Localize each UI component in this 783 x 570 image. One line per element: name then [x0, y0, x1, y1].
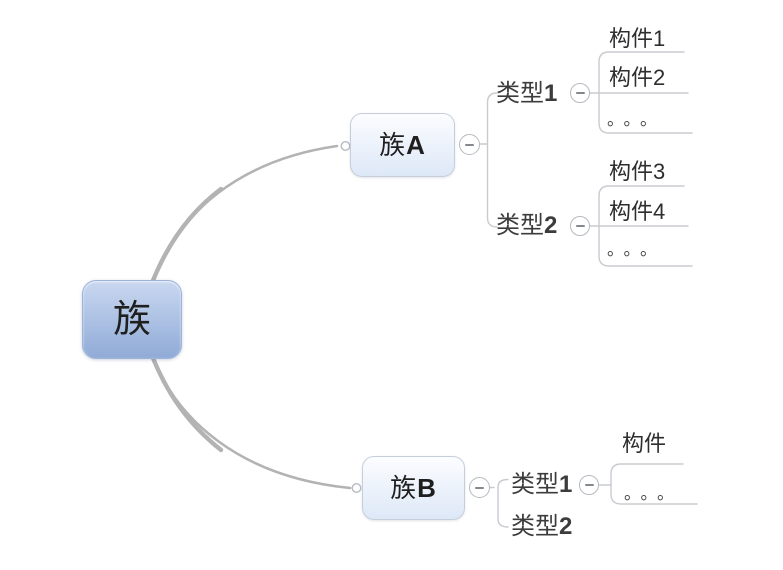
bracket-family-a [486, 92, 498, 228]
topic-item-a2-2[interactable]: 构件4 [609, 199, 666, 224]
topic-type-a1[interactable]: 类型1 [496, 80, 558, 107]
topic-type-b1[interactable]: 类型1 [511, 471, 573, 498]
wrap-type-a1 [598, 51, 693, 134]
root-topic-label: 族 [112, 298, 151, 341]
root-topic[interactable]: 族 [82, 280, 182, 359]
wrap-type-b1 [610, 463, 698, 505]
collapse-button-type-b1[interactable] [579, 475, 599, 495]
branch-curve-a [150, 144, 339, 285]
minus-icon [475, 486, 484, 489]
collapse-button-family-a[interactable] [459, 134, 480, 155]
joint-circle-family-b [351, 483, 362, 494]
topic-type-b2[interactable]: 类型2 [511, 513, 573, 540]
topic-type-a2[interactable]: 类型2 [496, 212, 558, 239]
topic-ellipsis-a2[interactable]: 。。。 [607, 240, 665, 259]
topic-item-a1-2[interactable]: 构件2 [609, 65, 666, 90]
joint-circle-family-a [340, 140, 351, 151]
topic-item-a1-1[interactable]: 构件1 [609, 26, 666, 51]
topic-family-b-label: 族B [390, 472, 437, 503]
branch-curve-a-taper [149, 186, 224, 286]
wrap-type-a2 [598, 185, 693, 267]
minus-icon [465, 143, 474, 146]
collapse-button-type-a1[interactable] [570, 83, 590, 103]
branch-curve-b [149, 351, 352, 490]
topic-family-b[interactable]: 族B [362, 456, 465, 520]
topic-item-a2-1[interactable]: 构件3 [609, 159, 666, 184]
minus-icon [575, 92, 585, 94]
topic-family-a[interactable]: 族A [350, 113, 455, 177]
topic-ellipsis-b1[interactable]: 。。。 [624, 484, 682, 503]
topic-family-a-label: 族A [379, 129, 426, 160]
topic-item-b1-1[interactable]: 构件 [622, 431, 667, 456]
topic-ellipsis-a1[interactable]: 。。。 [607, 110, 665, 129]
minus-icon [575, 225, 585, 227]
bracket-family-b [497, 478, 509, 528]
collapse-button-type-a2[interactable] [570, 216, 590, 236]
collapse-button-family-b[interactable] [469, 477, 490, 498]
minus-icon [584, 484, 594, 486]
